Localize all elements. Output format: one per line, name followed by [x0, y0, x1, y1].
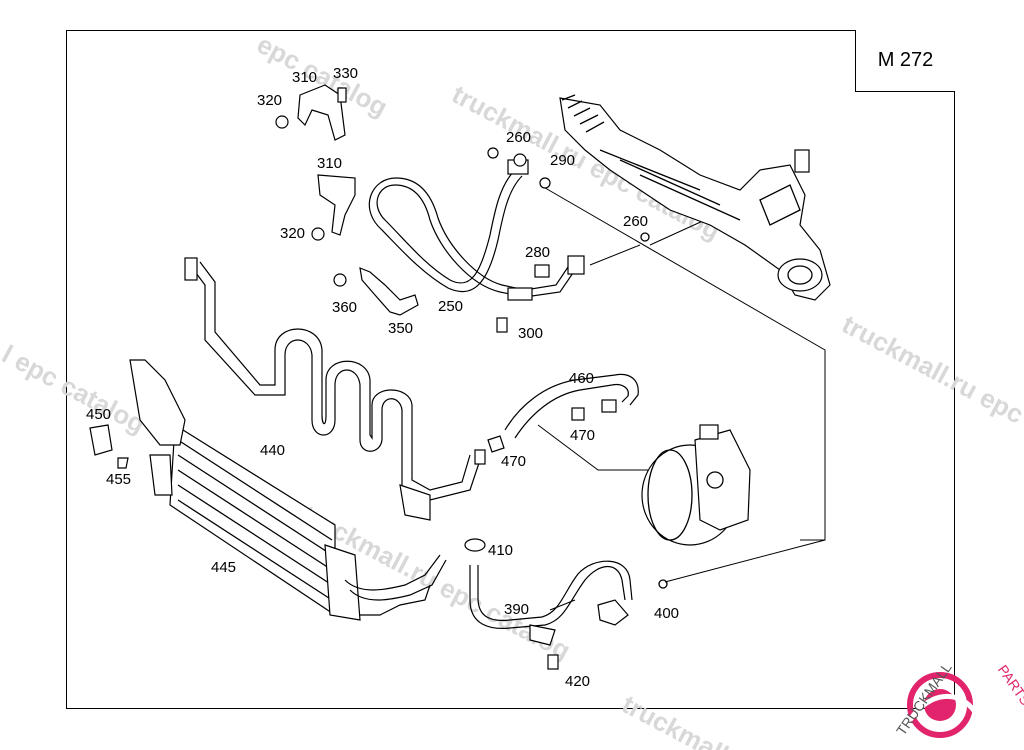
callout-440: 440 — [260, 442, 285, 459]
truckmallparts-logo: TRUCKMALL PARTS — [893, 659, 1024, 738]
callout-290: 290 — [550, 152, 575, 169]
callout-280: 280 — [525, 244, 550, 261]
callout-300: 300 — [518, 325, 543, 342]
callout-390: 390 — [504, 601, 529, 618]
suction-hose-390 — [464, 538, 668, 670]
callout-250: 250 — [438, 298, 463, 315]
cooler-pipe — [344, 554, 447, 616]
callout-450: 450 — [86, 406, 111, 423]
watermark: truckmall.ru — [617, 689, 762, 750]
bracket-350 — [333, 267, 508, 333]
power-steering-pump — [641, 424, 751, 546]
callout-460: 460 — [569, 370, 594, 387]
callout-445: 445 — [211, 559, 236, 576]
watermark: l epc catalog — [0, 339, 150, 439]
callout-320: 320 — [280, 225, 305, 242]
callout-310: 310 — [292, 69, 317, 86]
return-hose-460 — [487, 373, 639, 453]
callout-260: 260 — [506, 129, 531, 146]
pressure-hose-250 — [368, 147, 650, 301]
callout-455: 455 — [106, 471, 131, 488]
callout-400: 400 — [654, 605, 679, 622]
callout-360: 360 — [332, 299, 357, 316]
model-code-box: M 272 — [855, 30, 955, 92]
callout-470: 470 — [501, 453, 526, 470]
clamp-450 — [89, 424, 129, 469]
logo-text-parts: PARTS — [995, 662, 1024, 708]
return-pipe-440 — [184, 257, 486, 521]
callout-410: 410 — [488, 542, 513, 559]
model-code: M 272 — [877, 49, 934, 71]
callout-labels: 310 330 320 260 290 310 260 320 280 360 … — [86, 65, 679, 690]
callout-320: 320 — [257, 92, 282, 109]
steering-gear — [559, 94, 831, 301]
callout-330: 330 — [333, 65, 358, 82]
oil-cooler-445 — [129, 359, 361, 621]
callout-470: 470 — [570, 427, 595, 444]
callout-350: 350 — [388, 320, 413, 337]
callout-310: 310 — [317, 155, 342, 172]
callout-260: 260 — [623, 213, 648, 230]
bracket-310-upper — [275, 84, 347, 141]
callout-420: 420 — [565, 673, 590, 690]
bracket-310-lower — [311, 174, 356, 241]
watermark: truckmall.ru epc catalog — [837, 309, 1024, 476]
diagram-frame — [66, 30, 955, 709]
